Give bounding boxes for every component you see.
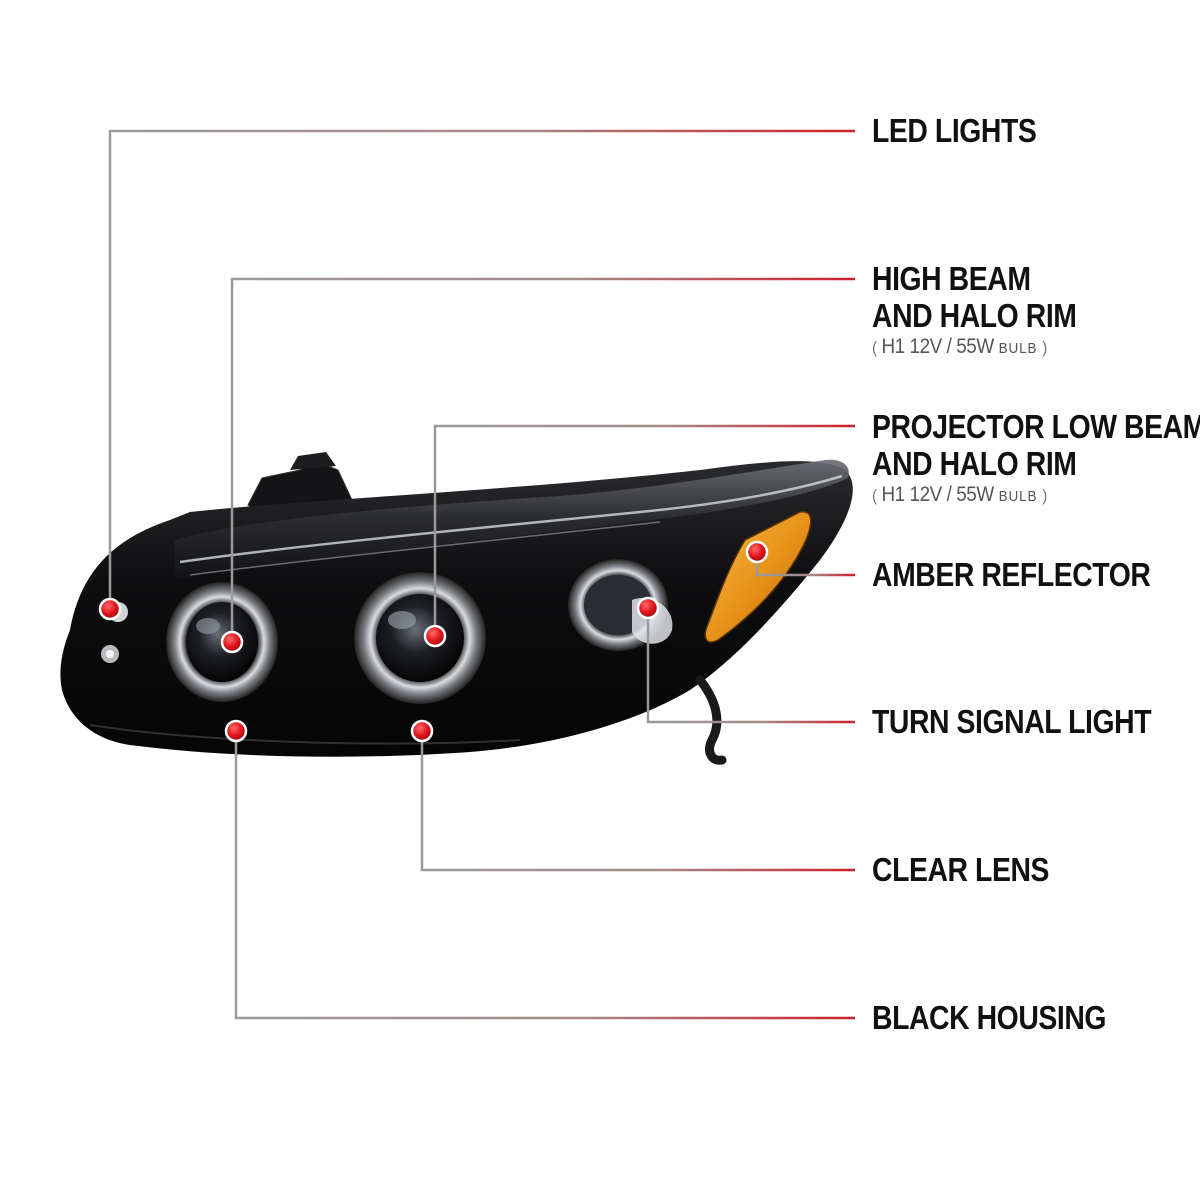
high-beam-glint xyxy=(196,618,220,634)
leader-projector-low-beam xyxy=(433,424,855,636)
leader-led-lights xyxy=(108,129,855,609)
leader-turn-signal-light xyxy=(646,610,855,724)
callout-markers xyxy=(98,540,769,743)
label-clear-lens: CLEAR LENS xyxy=(872,851,1078,888)
label-led-lights-line-1: LED LIGHTS xyxy=(872,112,1037,149)
marker-black-housing[interactable] xyxy=(224,719,248,743)
marker-led-lights[interactable] xyxy=(98,597,122,621)
spec-bulb-type: H1 xyxy=(881,335,905,358)
headlight-assembly xyxy=(60,452,853,765)
spec-open-paren: ( xyxy=(872,486,877,505)
leader-clear-lens xyxy=(420,731,855,872)
spec-close-paren: ) xyxy=(1042,486,1047,505)
label-amber-reflector-line-1: AMBER REFLECTOR xyxy=(872,556,1151,593)
chrome-strip xyxy=(179,474,843,564)
wiring-harness xyxy=(695,675,727,765)
leader-black-housing xyxy=(234,731,855,1020)
housing-lower-edge xyxy=(89,724,521,745)
marker-projector-low-beam[interactable] xyxy=(423,624,447,648)
label-high-beam-spec: ( H1 12V / 55W BULB ) xyxy=(872,334,1086,362)
label-projector-low-beam-line-2: AND HALO RIM xyxy=(872,445,1077,482)
spec-bulb-type: H1 xyxy=(881,483,905,506)
label-high-beam-line-1: HIGH BEAM xyxy=(872,260,1031,297)
mounting-tab xyxy=(290,452,336,470)
leader-high-beam xyxy=(230,277,855,642)
label-projector-low-beam-spec: ( H1 12V / 55W BULB ) xyxy=(872,482,1200,510)
label-projector-low-beam: PROJECTOR LOW BEAM AND HALO RIM ( H1 12V… xyxy=(872,408,1200,510)
low-beam-core xyxy=(376,594,464,682)
label-turn-signal-light: TURN SIGNAL LIGHT xyxy=(872,703,1197,740)
low-beam-glint xyxy=(388,611,416,629)
label-led-lights: LED LIGHTS xyxy=(872,112,1063,149)
label-black-housing-line-1: BLACK HOUSING xyxy=(872,999,1107,1036)
label-high-beam: HIGH BEAM AND HALO RIM ( H1 12V / 55W BU… xyxy=(872,260,1110,362)
label-clear-lens-line-1: CLEAR LENS xyxy=(872,851,1050,888)
marker-high-beam[interactable] xyxy=(220,630,244,654)
led-emitter xyxy=(106,650,114,658)
spec-unit: BULB xyxy=(998,488,1038,505)
marker-amber-reflector[interactable] xyxy=(745,540,769,564)
spec-rating: 12V / 55W xyxy=(909,483,995,506)
chrome-strip xyxy=(189,521,661,576)
clear-lens-trim xyxy=(175,459,849,580)
marker-turn-signal-light[interactable] xyxy=(636,596,660,620)
label-turn-signal-light-line-1: TURN SIGNAL LIGHT xyxy=(872,703,1152,740)
label-black-housing: BLACK HOUSING xyxy=(872,999,1144,1036)
spec-rating: 12V / 55W xyxy=(909,335,995,358)
label-projector-low-beam-line-1: PROJECTOR LOW BEAM xyxy=(872,408,1200,445)
marker-clear-lens[interactable] xyxy=(410,719,434,743)
label-high-beam-line-2: AND HALO RIM xyxy=(872,297,1077,334)
spec-unit: BULB xyxy=(998,340,1038,357)
spec-close-paren: ) xyxy=(1042,338,1047,357)
amber-reflector-shape xyxy=(704,511,812,643)
spec-open-paren: ( xyxy=(872,338,877,357)
label-amber-reflector: AMBER REFLECTOR xyxy=(872,556,1196,593)
